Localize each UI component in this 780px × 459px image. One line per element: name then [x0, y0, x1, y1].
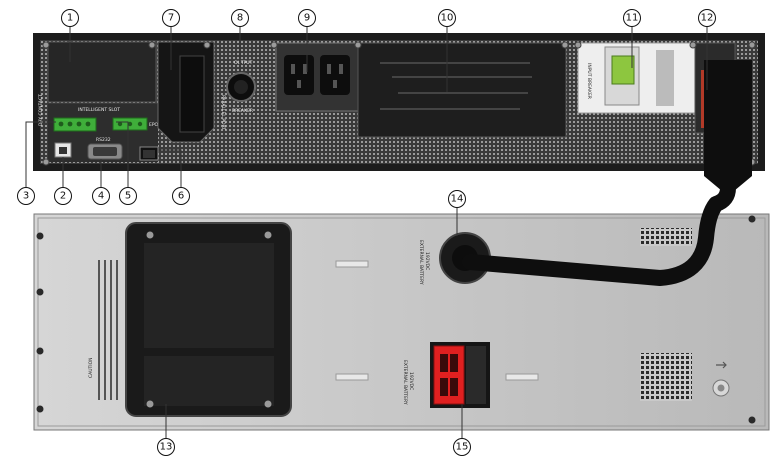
svg-text:5: 5: [125, 191, 131, 202]
callout-11: 11: [623, 9, 641, 27]
output-breaker[interactable]: [226, 72, 256, 102]
epo-connector[interactable]: EPO: [112, 117, 159, 131]
svg-text:9: 9: [304, 13, 310, 24]
epo-label: EPO: [149, 122, 159, 128]
ext-battery-top-voltage: 192VDC: [424, 252, 430, 270]
callout-5: 5: [119, 187, 137, 205]
battery-pack: CAUTION EXTERNAL BATTERY 192VDC: [33, 213, 770, 431]
svg-text:4: 4: [98, 191, 104, 202]
ground-terminal: [712, 361, 730, 397]
input-breaker-label: INPUT BREAKER: [586, 63, 592, 99]
caution-label: CAUTION: [88, 358, 94, 379]
svg-text:1: 1: [67, 13, 73, 24]
svg-text:13: 13: [160, 442, 173, 453]
callout-3: 3: [17, 187, 35, 205]
parallel-port: [157, 41, 215, 143]
dry-contact-label: DRY CONTACT: [38, 94, 44, 126]
ups-screws: [42, 41, 756, 166]
callout-14: 14: [448, 190, 466, 208]
svg-text:11: 11: [626, 13, 639, 24]
ext-battery-top-label: EXTERNAL BATTERY: [418, 240, 424, 285]
callout-1: 1: [61, 9, 79, 27]
svg-text:2: 2: [60, 191, 66, 202]
battery-vent-top: [640, 228, 692, 246]
svg-text:10: 10: [441, 13, 454, 24]
svg-text:8: 8: [237, 13, 243, 24]
input-power-plug: [704, 60, 752, 196]
ext-battery-bottom-label: EXTERNAL BATTERY: [402, 360, 408, 405]
dry-contact-connector[interactable]: [53, 117, 97, 132]
anderson-battery-connector[interactable]: [430, 342, 490, 408]
ups-unit: INTELLIGENT SLOT DRY CONTACT EPO RS232: [33, 33, 765, 171]
battery-access-cover[interactable]: [125, 222, 292, 417]
input-breaker[interactable]: [577, 42, 696, 114]
callout-4: 4: [92, 187, 110, 205]
output-label: OUTPUT: [234, 60, 253, 66]
battery-vent-bottom: [640, 353, 692, 401]
callout-8: 8: [231, 9, 249, 27]
callout-leader-lines: [25, 27, 708, 438]
label-plate: [357, 42, 567, 138]
usb-port[interactable]: [54, 142, 72, 158]
svg-text:3: 3: [23, 191, 29, 202]
callout-7: 7: [162, 9, 180, 27]
input-power-cable: [462, 82, 736, 286]
network-port[interactable]: [139, 146, 159, 161]
svg-text:7: 7: [168, 13, 174, 24]
callout-10: 10: [438, 9, 456, 27]
svg-text:6: 6: [178, 191, 184, 202]
parallel-port-label: PARALLEL PORT: [220, 95, 226, 130]
callout-9: 9: [298, 9, 316, 27]
svg-text:14: 14: [451, 194, 464, 205]
breaker-label: BREAKER: [232, 108, 253, 114]
callout-15: 15: [453, 438, 471, 456]
callout-13: 13: [157, 438, 175, 456]
output-sockets: [275, 42, 359, 112]
svg-text:15: 15: [456, 442, 469, 453]
callout-2: 2: [54, 187, 72, 205]
rs232-port[interactable]: [87, 143, 123, 160]
intelligent-slot-label: INTELLIGENT SLOT: [78, 107, 120, 113]
svg-text:12: 12: [701, 13, 714, 24]
rs232-label: RS232: [96, 137, 111, 143]
module-slot-1: [47, 41, 157, 103]
ext-battery-bottom-voltage: 192VDC: [408, 372, 414, 390]
callout-12: 12: [698, 9, 716, 27]
callout-6: 6: [172, 187, 190, 205]
